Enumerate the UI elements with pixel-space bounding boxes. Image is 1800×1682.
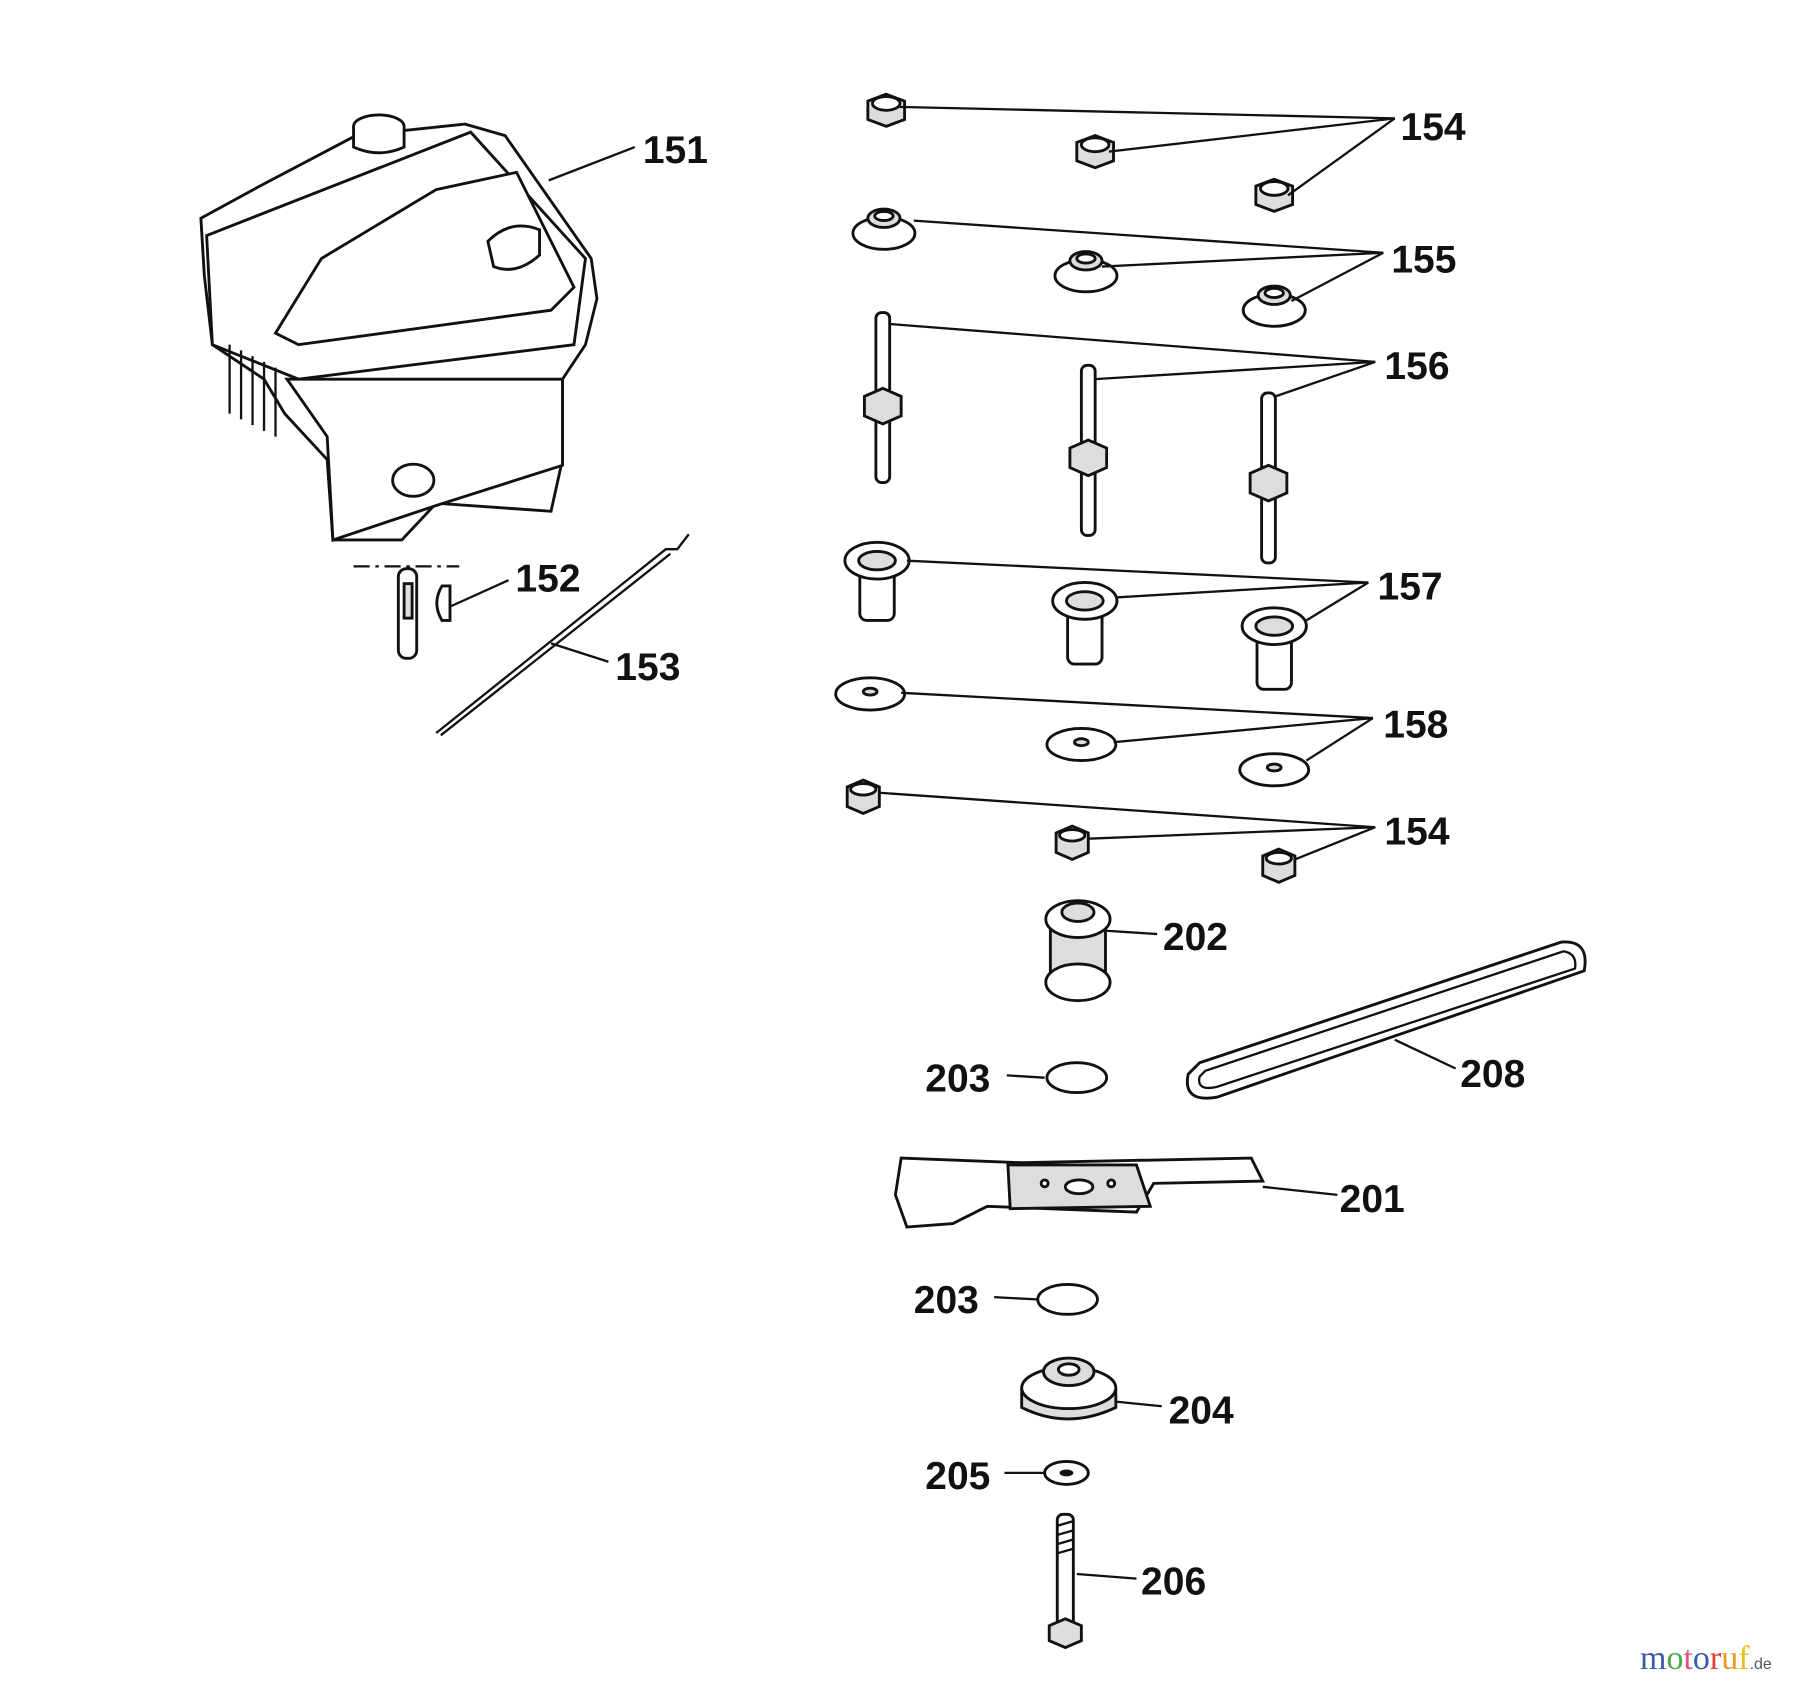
logo-suffix: .de: [1749, 1656, 1772, 1673]
callout-156: 156: [1384, 345, 1449, 388]
washer-lower-part[interactable]: [1036, 1283, 1099, 1316]
callout-203-lower: 203: [914, 1279, 979, 1322]
nut-parts-top[interactable]: [866, 92, 1295, 213]
callout-152: 152: [515, 558, 580, 601]
logo-letter: f: [1738, 1640, 1750, 1677]
callout-153: 153: [615, 646, 680, 689]
callout-202: 202: [1163, 916, 1228, 959]
motoruf-logo[interactable]: motoruf.de: [1640, 1640, 1772, 1678]
logo-letter: o: [1692, 1640, 1710, 1677]
logo-letter: m: [1640, 1640, 1667, 1677]
callout-203-upper: 203: [925, 1057, 990, 1100]
v-belt-part[interactable]: [1185, 940, 1587, 1100]
blade-hub-part[interactable]: [1020, 1356, 1118, 1421]
callout-205: 205: [925, 1455, 990, 1498]
washer-parts[interactable]: [834, 676, 1311, 788]
leader-lines: [449, 105, 1457, 1580]
callout-206: 206: [1141, 1561, 1206, 1604]
callout-157: 157: [1378, 566, 1443, 609]
washer-upper-part[interactable]: [1045, 1061, 1109, 1095]
logo-letter: t: [1683, 1640, 1693, 1677]
blade-part[interactable]: [893, 1156, 1266, 1229]
callout-201: 201: [1340, 1178, 1405, 1221]
logo-letter: u: [1721, 1640, 1739, 1677]
bolt-part[interactable]: [1047, 1512, 1083, 1650]
callout-154-bottom: 154: [1384, 810, 1449, 853]
logo-letter: r: [1709, 1640, 1722, 1677]
bushing-parts[interactable]: [843, 540, 1308, 691]
nut-parts-bottom[interactable]: [845, 778, 1297, 884]
lock-washer-part[interactable]: [1043, 1459, 1090, 1486]
logo-letter: o: [1666, 1640, 1684, 1677]
engine-part[interactable]: [199, 113, 599, 542]
callout-151: 151: [643, 129, 708, 172]
callout-204: 204: [1169, 1389, 1234, 1432]
spacer-parts[interactable]: [851, 207, 1307, 328]
callout-154-top: 154: [1401, 106, 1466, 149]
shaft-key-part[interactable]: [353, 565, 460, 660]
callout-208: 208: [1460, 1053, 1525, 1096]
pulley-part[interactable]: [1044, 899, 1112, 1003]
callout-155: 155: [1391, 238, 1456, 281]
stud-parts[interactable]: [862, 311, 1289, 565]
callout-158: 158: [1383, 704, 1448, 747]
